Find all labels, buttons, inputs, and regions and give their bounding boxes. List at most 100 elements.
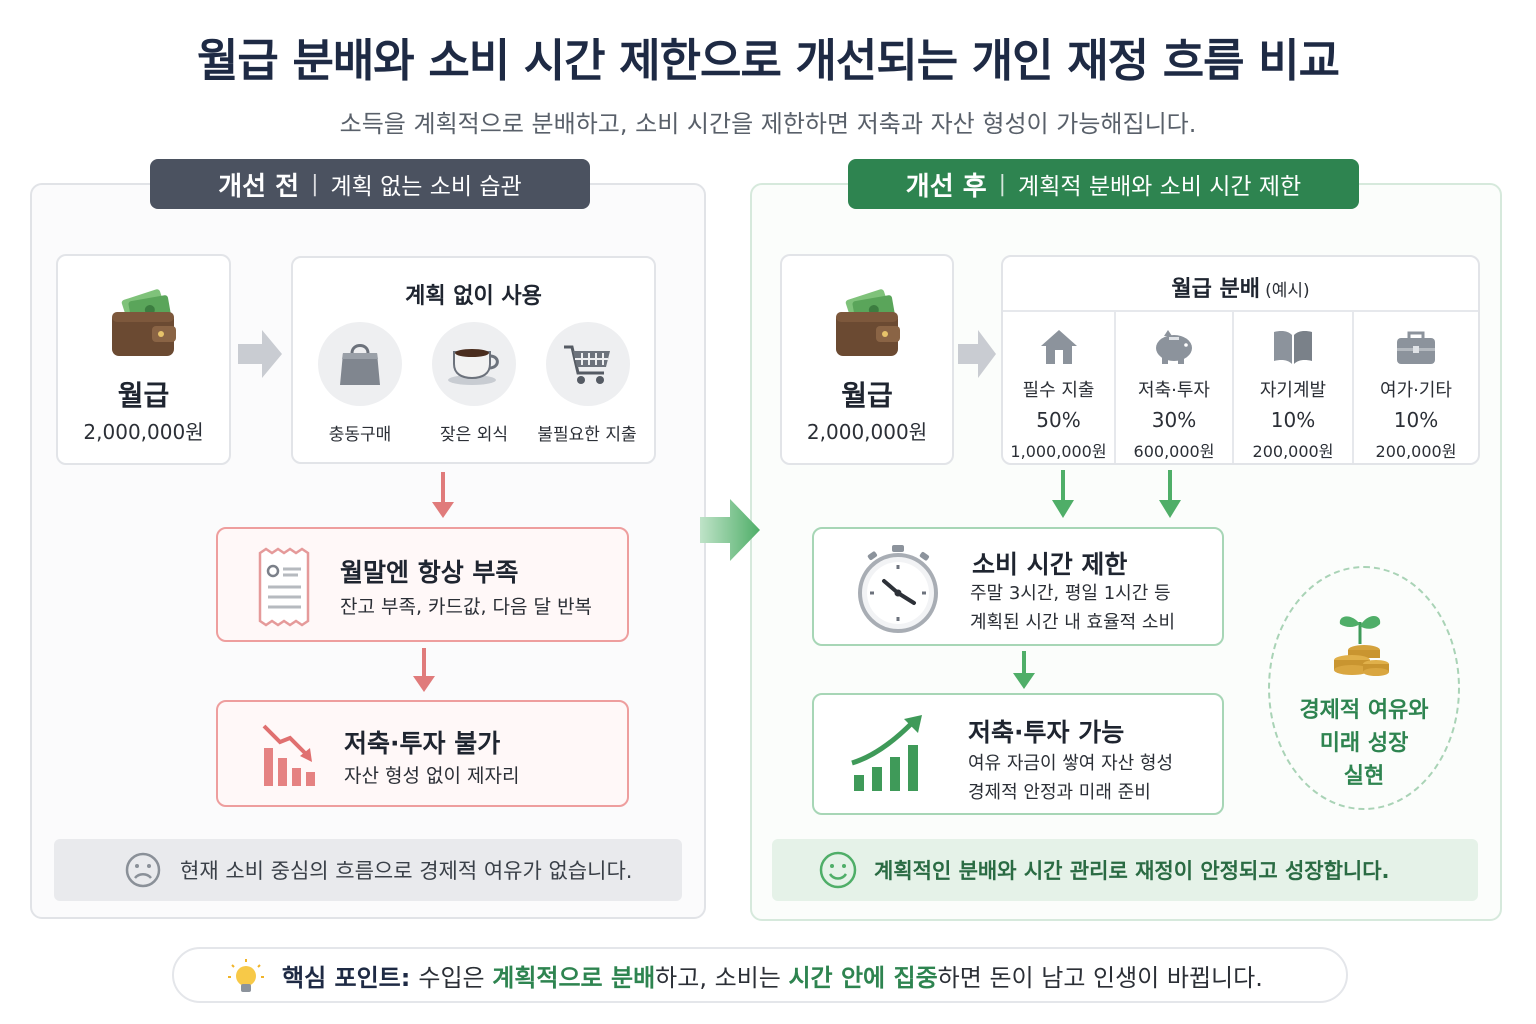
distribution-label: 저축·투자 xyxy=(1138,380,1210,401)
key-point-text: 수입은 xyxy=(418,963,493,992)
sad-face-icon xyxy=(125,852,161,888)
spend-item-icon-circle xyxy=(546,322,630,406)
growth-chart-icon xyxy=(851,715,922,791)
distribution-percent: 30% xyxy=(1151,408,1197,432)
clock-icon xyxy=(858,545,938,633)
shortage-title: 월말엔 항상 부족 xyxy=(340,558,519,587)
salary-title: 월급 xyxy=(117,379,170,412)
no-savings-box: 저축·투자 불가 자산 형성 없이 제자리 xyxy=(216,700,629,807)
banner-separator: | xyxy=(311,171,319,197)
coins-sprout-icon xyxy=(1334,616,1389,676)
distribution-note: (예시) xyxy=(1265,281,1310,301)
distribution-amount: 600,000원 xyxy=(1133,442,1215,461)
divider xyxy=(1352,312,1354,463)
after-summary-bar: 계획적인 분배와 시간 관리로 재정이 안정되고 성장합니다. xyxy=(772,839,1478,901)
spend-item-label: 불필요한 지출 xyxy=(537,425,637,445)
arrow-down-icon xyxy=(1159,470,1181,518)
book-icon xyxy=(1274,331,1312,364)
wallet-icon xyxy=(112,289,176,356)
shopping-cart-icon xyxy=(564,345,610,384)
house-icon xyxy=(1040,330,1077,364)
arrow-right-icon xyxy=(958,330,996,378)
goal-text: 경제적 여유와 미래 성장 실현 xyxy=(1268,694,1460,793)
after-summary-text: 계획적인 분배와 시간 관리로 재정이 안정되고 성장합니다. xyxy=(874,859,1390,883)
after-banner: 개선 후 | 계획적 분배와 소비 시간 제한 xyxy=(848,159,1359,209)
distribution-column: 여가·기타 10% 200,000원 xyxy=(1354,312,1478,464)
savings-text: 여유 자금이 쌓여 자산 형성 xyxy=(968,753,1174,774)
coffee-cup-icon xyxy=(448,349,499,385)
arrow-down-icon xyxy=(413,648,435,692)
distribution-percent: 50% xyxy=(1036,408,1081,432)
shopping-bag-icon xyxy=(340,344,380,385)
before-banner-text: 계획 없는 소비 습관 xyxy=(330,174,522,200)
divider xyxy=(1003,310,1478,312)
salary-amount: 2,000,000원 xyxy=(806,420,928,444)
distribution-label: 필수 지출 xyxy=(1022,380,1095,401)
arrow-down-icon xyxy=(432,472,454,518)
time-limit-text: 계획된 시간 내 효율적 소비 xyxy=(970,612,1176,633)
receipt-icon xyxy=(258,547,310,627)
distribution-column: 자기계발 10% 200,000원 xyxy=(1234,312,1352,464)
distribution-amount: 1,000,000원 xyxy=(1010,442,1107,461)
spending-time-limit-box: 소비 시간 제한 주말 3시간, 평일 1시간 등 계획된 시간 내 효율적 소… xyxy=(812,527,1224,646)
key-point-bar: 핵심 포인트: 수입은 계획적으로 분배 하고, 소비는 시간 안에 집중 하면… xyxy=(172,947,1348,1003)
distribution-label: 여가·기타 xyxy=(1380,380,1452,401)
shortage-text: 잔고 부족, 카드값, 다음 달 반복 xyxy=(340,596,593,618)
after-banner-text: 계획적 분배와 소비 시간 제한 xyxy=(1018,174,1302,200)
before-salary-card: 월급 2,000,000원 xyxy=(56,254,231,465)
distribution-heading: 월급 분배 (예시) xyxy=(1003,271,1478,303)
arrow-down-icon xyxy=(1013,651,1035,689)
page-title: 월급 분배와 소비 시간 제한으로 개선되는 개인 재정 흐름 비교 xyxy=(196,34,1340,87)
distribution-label: 자기계발 xyxy=(1259,380,1327,401)
arrow-down-icon xyxy=(1052,470,1074,518)
banner-separator: | xyxy=(998,171,1007,197)
key-point-highlight: 계획적으로 분배 xyxy=(492,963,656,992)
savings-text: 경제적 안정과 미래 준비 xyxy=(968,782,1151,803)
salary-title: 월급 xyxy=(841,379,893,412)
distribution-amount: 200,000원 xyxy=(1375,442,1457,461)
distribution-column: 필수 지출 50% 1,000,000원 xyxy=(1003,312,1114,464)
distribution-title: 월급 분배 xyxy=(1171,277,1260,302)
spend-card: 계획 없이 사용 충동구매 잦은 외식 불필요한 지출 xyxy=(291,256,656,464)
month-end-shortage-box: 월말엔 항상 부족 잔고 부족, 카드값, 다음 달 반복 xyxy=(216,527,629,642)
savings-title: 저축·투자 가능 xyxy=(968,718,1125,747)
salary-amount: 2,000,000원 xyxy=(83,420,204,444)
goal-line: 미래 성장 xyxy=(1319,731,1409,756)
divider xyxy=(1232,312,1234,463)
declining-chart-icon xyxy=(262,724,315,786)
salary-distribution-card: 월급 분배 (예시) 필수 지출 50% 1,000,000원 저축·투자 30… xyxy=(1001,255,1480,465)
key-point-text: 하고, 소비는 xyxy=(655,963,789,992)
divider xyxy=(1114,312,1116,463)
distribution-percent: 10% xyxy=(1393,408,1439,432)
after-banner-title: 개선 후 xyxy=(905,171,987,202)
spend-item-icon-circle xyxy=(432,322,516,406)
spend-item-label: 충동구매 xyxy=(328,425,392,445)
before-banner-title: 개선 전 xyxy=(218,171,300,202)
distribution-column: 저축·투자 30% 600,000원 xyxy=(1116,312,1232,464)
savings-possible-box: 저축·투자 가능 여유 자금이 쌓여 자산 형성 경제적 안정과 미래 준비 xyxy=(812,693,1224,815)
no-savings-title: 저축·투자 불가 xyxy=(344,729,501,758)
key-point-text: 하면 돈이 남고 인생이 바뀝니다. xyxy=(937,963,1263,992)
briefcase-icon xyxy=(1397,331,1435,364)
key-point-label: 핵심 포인트: xyxy=(282,963,411,992)
arrow-right-icon xyxy=(238,330,282,378)
before-banner: 개선 전 | 계획 없는 소비 습관 xyxy=(150,159,590,209)
spend-item-label: 잦은 외식 xyxy=(440,425,508,445)
arrow-right-icon xyxy=(700,499,760,561)
lightbulb-icon xyxy=(228,959,264,992)
time-limit-text: 주말 3시간, 평일 1시간 등 xyxy=(970,583,1171,604)
no-savings-text: 자산 형성 없이 제자리 xyxy=(344,765,520,787)
spend-item-icon-circle xyxy=(318,322,402,406)
distribution-amount: 200,000원 xyxy=(1252,442,1334,461)
page-subtitle: 소득을 계획적으로 분배하고, 소비 시간을 제한하면 저축과 자산 형성이 가… xyxy=(339,110,1197,138)
after-salary-card: 월급 2,000,000원 xyxy=(780,254,954,465)
piggy-bank-icon xyxy=(1156,330,1192,364)
before-summary-text: 현재 소비 중심의 흐름으로 경제적 여유가 없습니다. xyxy=(180,859,633,883)
before-summary-bar: 현재 소비 중심의 흐름으로 경제적 여유가 없습니다. xyxy=(54,839,682,901)
smiley-face-icon xyxy=(819,851,857,889)
spend-title: 계획 없이 사용 xyxy=(405,284,542,309)
distribution-percent: 10% xyxy=(1270,408,1316,432)
goal-line: 실현 xyxy=(1343,764,1385,789)
wallet-icon xyxy=(836,289,900,356)
goal-circle xyxy=(1268,566,1460,810)
